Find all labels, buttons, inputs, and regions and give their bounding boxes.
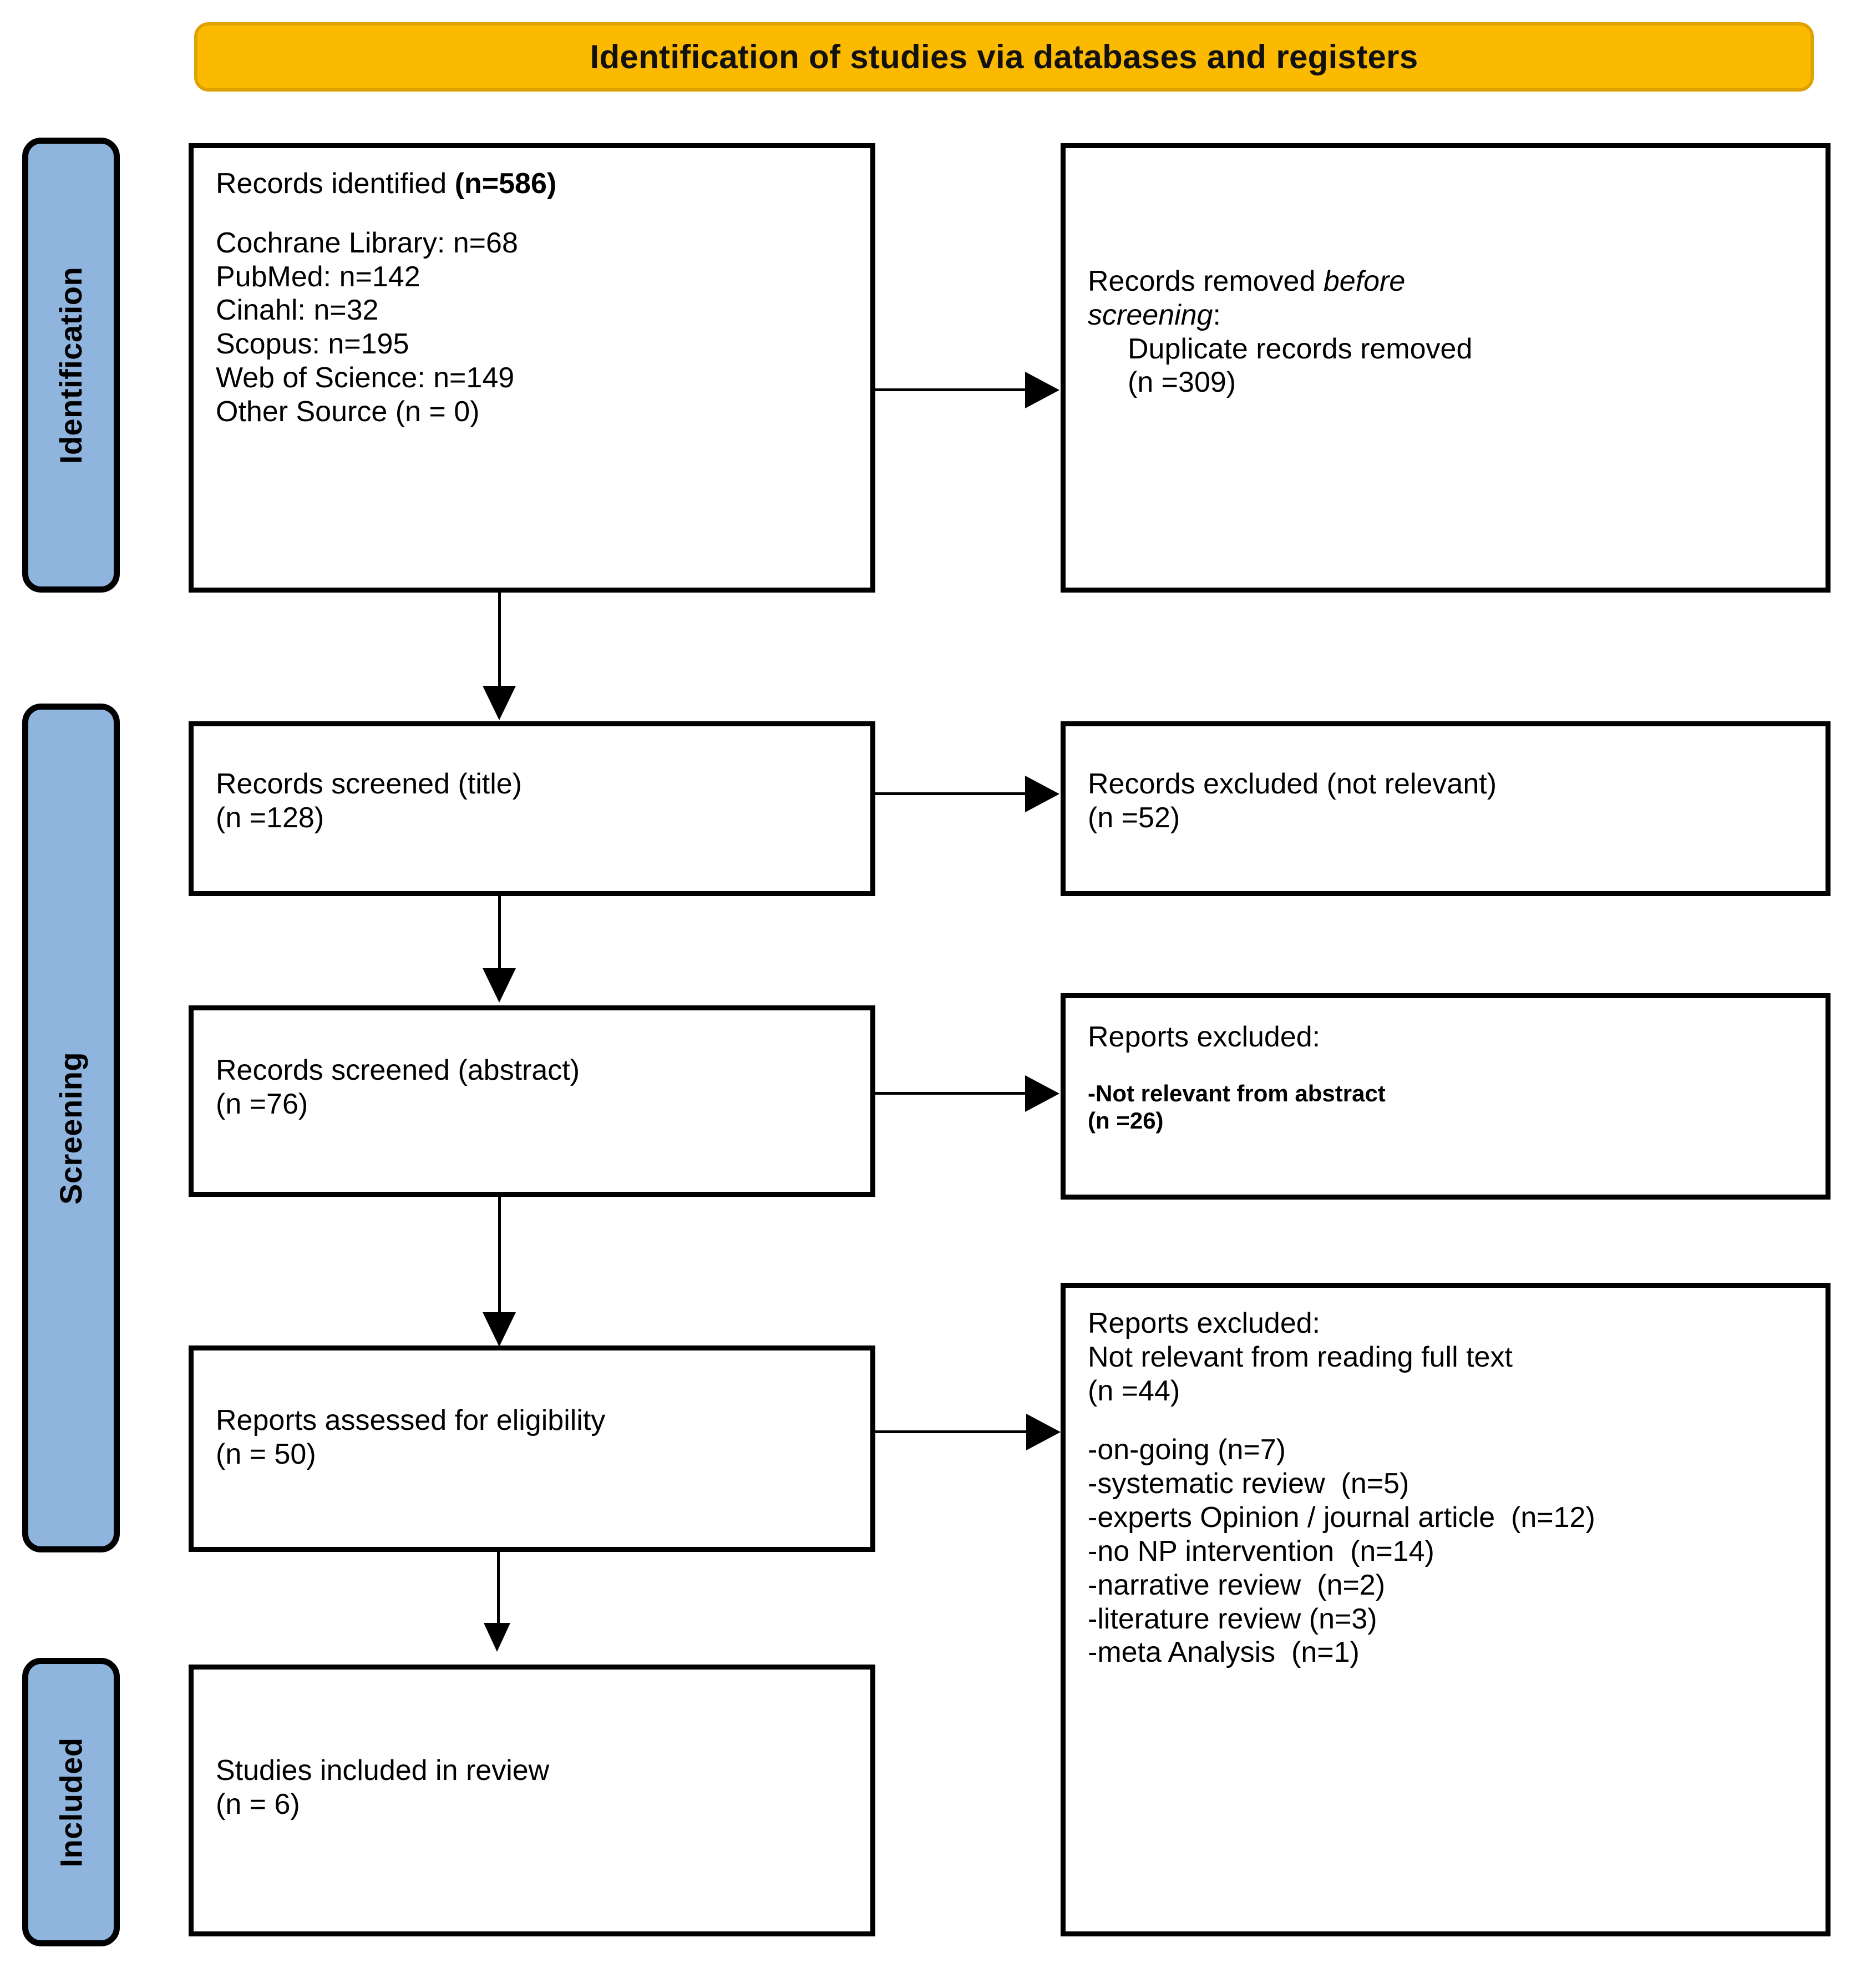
reports-eligibility-label: Reports assessed for eligibility bbox=[216, 1404, 606, 1436]
arrow-abstract-to-excluded bbox=[875, 1092, 1025, 1095]
phase-bar-included: Included bbox=[22, 1658, 120, 1946]
records-excluded-title-count: (n =52) bbox=[1088, 801, 1180, 834]
records-screened-abstract-count: (n =76) bbox=[216, 1087, 308, 1120]
exclusion-reason-item: -on-going (n=7) bbox=[1088, 1434, 1286, 1466]
exclusion-reason-item: -meta Analysis (n=1) bbox=[1088, 1636, 1360, 1669]
records-excluded-title-label: Records excluded (not relevant) bbox=[1088, 768, 1497, 800]
arrow-screened-title-to-abstract bbox=[498, 896, 501, 968]
records-removed-line-2: screening: bbox=[1088, 299, 1803, 332]
phase-label-identification: Identification bbox=[53, 266, 89, 464]
exclusion-reason-item: -experts Opinion / journal article (n=12… bbox=[1088, 1501, 1595, 1534]
arrow-identified-to-screened-title bbox=[498, 593, 501, 686]
source-line: Cochrane Library: n=68 bbox=[216, 226, 518, 259]
arrow-eligibility-to-included bbox=[497, 1552, 500, 1623]
source-line: PubMed: n=142 bbox=[216, 260, 420, 293]
exclusion-reason-item: -systematic review (n=5) bbox=[1088, 1468, 1409, 1500]
duplicate-records-removed: Duplicate records removed bbox=[1128, 332, 1473, 365]
box-records-excluded-title: Records excluded (not relevant) (n =52) bbox=[1061, 721, 1831, 896]
phase-bar-identification: Identification bbox=[22, 138, 120, 593]
records-identified-label: Records identified bbox=[216, 168, 455, 200]
arrow-head-identified-to-removed bbox=[1025, 372, 1059, 408]
records-removed-line-1: Records removed before bbox=[1088, 265, 1803, 299]
arrow-head-abstract-to-eligibility bbox=[483, 1312, 516, 1347]
reports-excluded-abstract-reason: -Not relevant from abstract bbox=[1088, 1080, 1386, 1106]
arrow-eligibility-to-excluded bbox=[875, 1430, 1026, 1433]
reports-excluded-fulltext-heading: Reports excluded: bbox=[1088, 1307, 1321, 1339]
box-records-screened-title: Records screened (title) (n =128) bbox=[189, 721, 875, 896]
reports-excluded-fulltext-reason: Not relevant from reading full text bbox=[1088, 1340, 1513, 1373]
records-screened-title-count: (n =128) bbox=[216, 801, 324, 834]
reports-eligibility-count: (n = 50) bbox=[216, 1438, 316, 1470]
box-records-removed: Records removed before screening: Duplic… bbox=[1061, 143, 1831, 593]
arrow-abstract-to-eligibility bbox=[498, 1197, 501, 1312]
studies-included-count: (n = 6) bbox=[216, 1788, 300, 1820]
exclusion-reason-item: -narrative review (n=2) bbox=[1088, 1569, 1386, 1601]
exclusion-reason-item: -no NP intervention (n=14) bbox=[1088, 1535, 1434, 1567]
box-studies-included: Studies included in review (n = 6) bbox=[189, 1665, 875, 1936]
box-records-screened-abstract: Records screened (abstract) (n =76) bbox=[189, 1005, 875, 1197]
phase-bar-screening: Screening bbox=[22, 704, 120, 1552]
records-removed-before: before bbox=[1323, 265, 1406, 297]
arrow-head-identified-to-screened-title bbox=[483, 686, 516, 720]
source-line: Cinahl: n=32 bbox=[216, 294, 379, 327]
arrow-head-eligibility-to-excluded bbox=[1026, 1414, 1061, 1450]
arrow-head-eligibility-to-included bbox=[484, 1623, 510, 1652]
arrow-head-abstract-to-excluded bbox=[1025, 1075, 1059, 1112]
duplicate-records-count: (n =309) bbox=[1128, 366, 1236, 399]
exclusion-reason-item: -literature review (n=3) bbox=[1088, 1602, 1377, 1635]
records-screened-title-label: Records screened (title) bbox=[216, 768, 522, 800]
diagram-banner: Identification of studies via databases … bbox=[194, 22, 1814, 92]
box-records-identified: Records identified (n=586) Cochrane Libr… bbox=[189, 143, 875, 593]
source-line: Web of Science: n=149 bbox=[216, 362, 515, 394]
records-removed-label: Records removed bbox=[1088, 265, 1324, 297]
arrow-head-screened-title-to-abstract bbox=[483, 968, 516, 1003]
phase-label-included: Included bbox=[53, 1737, 89, 1868]
reports-excluded-abstract-heading: Reports excluded: bbox=[1088, 1021, 1321, 1053]
box-reports-excluded-abstract: Reports excluded: -Not relevant from abs… bbox=[1061, 993, 1831, 1200]
records-identified-count: (n=586) bbox=[454, 168, 557, 200]
source-line: Scopus: n=195 bbox=[216, 328, 409, 361]
reports-excluded-abstract-count: (n =26) bbox=[1088, 1107, 1164, 1134]
arrow-identified-to-removed bbox=[875, 388, 1025, 391]
arrow-screened-title-to-excluded bbox=[875, 792, 1025, 795]
records-removed-colon: : bbox=[1213, 299, 1221, 331]
reports-excluded-fulltext-count: (n =44) bbox=[1088, 1374, 1180, 1407]
records-removed-screening: screening bbox=[1088, 299, 1213, 331]
studies-included-label: Studies included in review bbox=[216, 1754, 550, 1787]
banner-title: Identification of studies via databases … bbox=[590, 38, 1418, 75]
records-identified-heading: Records identified (n=586) bbox=[216, 167, 848, 201]
source-line: Other Source (n = 0) bbox=[216, 395, 480, 428]
box-reports-assessed-eligibility: Reports assessed for eligibility (n = 50… bbox=[189, 1345, 875, 1552]
phase-label-screening: Screening bbox=[53, 1051, 89, 1205]
arrow-head-screened-title-to-excluded bbox=[1025, 776, 1059, 812]
records-screened-abstract-label: Records screened (abstract) bbox=[216, 1054, 580, 1086]
box-reports-excluded-fulltext: Reports excluded: Not relevant from read… bbox=[1061, 1283, 1831, 1936]
